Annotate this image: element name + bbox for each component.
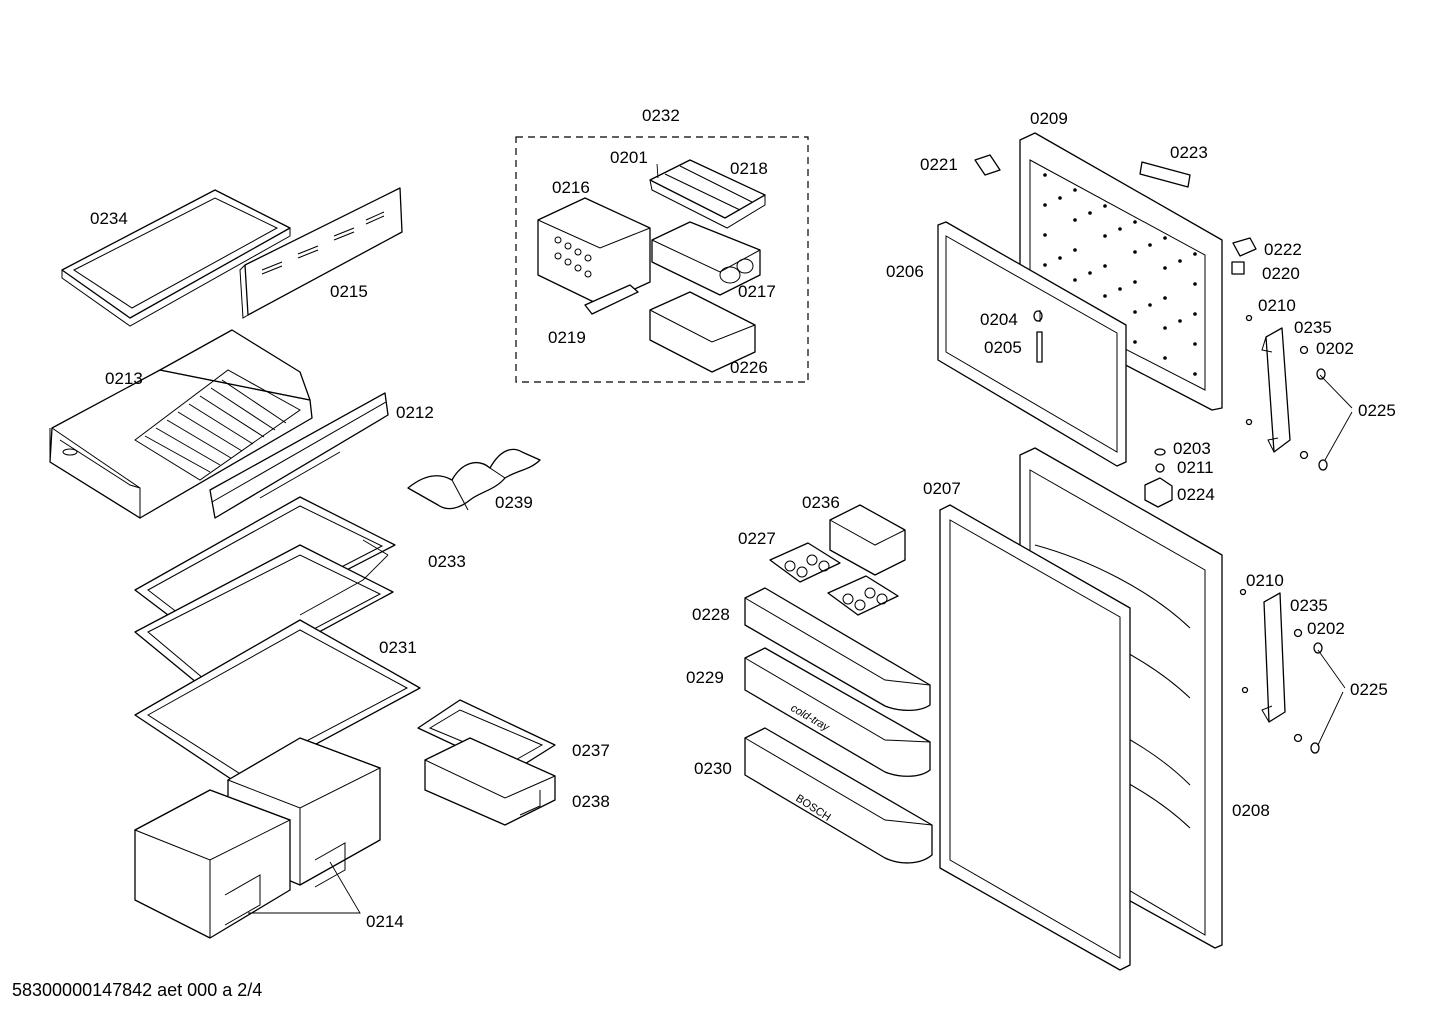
part-0230-door-shelf [744, 727, 933, 864]
callout-0218: 0218 [730, 159, 768, 178]
callout-0227: 0227 [738, 529, 776, 548]
callout-0223: 0223 [1170, 143, 1208, 162]
callout-0230: 0230 [694, 759, 732, 778]
part-0229-door-shelf [744, 647, 931, 777]
callout-0212: 0212 [396, 403, 434, 422]
callout-0236: 0236 [802, 493, 840, 512]
callout-0233: 0233 [428, 552, 466, 571]
part-0235-handle-lower [1261, 592, 1286, 723]
part-0233-shelves [134, 496, 396, 693]
part-0227-egg-trays [769, 542, 899, 616]
part-0215-panel [239, 187, 403, 319]
callout-0232: 0232 [642, 106, 680, 125]
callout-0238: 0238 [572, 792, 610, 811]
callout-0239: 0239 [495, 493, 533, 512]
part-0236-box [829, 504, 906, 576]
part-0235-handle-upper [1261, 327, 1291, 453]
callout-0221: 0221 [920, 155, 958, 174]
part-0223-label [1139, 161, 1191, 188]
callout-0225: 0225 [1358, 401, 1396, 420]
callout-0229: 0229 [686, 668, 724, 687]
callout-0234: 0234 [90, 209, 128, 228]
callout-0210: 0210 [1258, 296, 1296, 315]
callout-0204: 0204 [980, 310, 1018, 329]
callout-0202: 0202 [1316, 339, 1354, 358]
part-0202-screw-upper-b [1299, 450, 1309, 460]
group-0232-box [515, 136, 809, 383]
part-0224-hinge [1144, 477, 1173, 508]
part-0234-frame [61, 189, 291, 327]
callout-0203: 0203 [1173, 439, 1211, 458]
callout-0213: 0213 [105, 369, 143, 388]
part-0206-gasket [937, 221, 1127, 467]
part-0220-cover [1231, 261, 1245, 275]
callout-0225-b: 0225 [1350, 680, 1388, 699]
callout-0207: 0207 [923, 479, 961, 498]
callout-0209: 0209 [1030, 109, 1068, 128]
part-0231-shelf [134, 619, 421, 786]
document-id: 58300000147842 aet 000 a 2/4 [12, 980, 263, 1000]
callout-0208: 0208 [1232, 801, 1270, 820]
part-0204-bushing [1033, 310, 1043, 322]
part-0210-screw-upper-a [1245, 314, 1253, 322]
part-0212-strip [209, 392, 389, 519]
callout-0224: 0224 [1177, 485, 1215, 504]
callout-0201: 0201 [610, 148, 648, 167]
part-0210-screw-upper-b [1245, 418, 1253, 426]
part-0238-drawer [424, 737, 556, 826]
callout-0235: 0235 [1294, 318, 1332, 337]
callout-0219: 0219 [548, 328, 586, 347]
callout-0220: 0220 [1262, 264, 1300, 283]
callout-0206: 0206 [886, 262, 924, 281]
part-0211-screw [1155, 463, 1165, 473]
callout-0217: 0217 [738, 282, 776, 301]
callout-0215: 0215 [330, 282, 368, 301]
callout-0205: 0205 [984, 338, 1022, 357]
callout-0202-b: 0202 [1307, 619, 1345, 638]
part-0214-bins [133, 737, 382, 939]
part-0210-screw-lower-a [1239, 588, 1247, 596]
callout-labels: 0234 0215 0213 0212 0239 0233 0231 0214 … [90, 106, 1396, 931]
callout-0216: 0216 [552, 178, 590, 197]
part-0228-door-shelf [744, 587, 931, 712]
part-0205-pin [1036, 331, 1043, 363]
part-0216-box [537, 197, 651, 306]
leader-lines [248, 163, 1353, 914]
part-0225-cap-lower-a [1313, 642, 1323, 654]
callout-0211: 0211 [1177, 458, 1214, 477]
part-0202-screw-lower-a [1293, 628, 1303, 638]
part-0219-strip [584, 284, 639, 315]
part-0202-screw-upper-a [1299, 345, 1309, 355]
part-0203-washer [1154, 448, 1166, 456]
part-0218-tray [649, 159, 766, 229]
part-0221-hinge-cover [974, 154, 1001, 176]
part-0225-cap-upper-b [1318, 459, 1328, 471]
callout-0231: 0231 [379, 638, 417, 657]
callout-0222: 0222 [1264, 240, 1302, 259]
callout-0214: 0214 [366, 912, 404, 931]
callout-0226: 0226 [730, 358, 768, 377]
part-0217-bucket [651, 221, 761, 296]
part-0222-hinge [1232, 237, 1257, 257]
part-0239-holder [407, 448, 541, 511]
callout-0228: 0228 [692, 605, 730, 624]
callout-0210-b: 0210 [1246, 571, 1284, 590]
callout-0235-b: 0235 [1290, 596, 1328, 615]
part-0225-cap-upper-a [1316, 368, 1326, 380]
part-0225-cap-lower-b [1310, 742, 1320, 754]
callout-0237: 0237 [572, 741, 610, 760]
part-0213-drawer [49, 329, 313, 519]
part-0210-screw-lower-b [1241, 686, 1249, 694]
part-0226-tray [649, 291, 756, 373]
part-0202-screw-lower-b [1293, 733, 1303, 743]
part-0207-gasket [939, 504, 1131, 971]
